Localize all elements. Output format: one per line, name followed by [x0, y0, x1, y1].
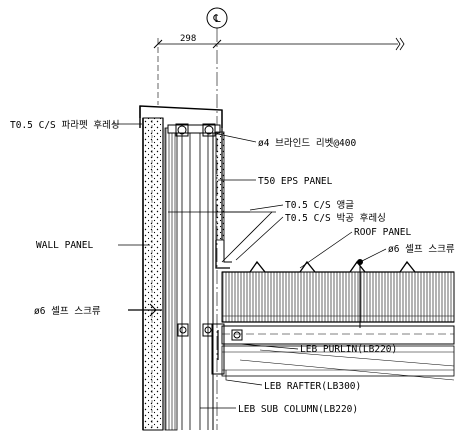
roof-panel	[221, 260, 455, 323]
label-wall-flashing: T0.5 C/S 박공 후레싱	[285, 213, 386, 224]
roof-junction-flashing	[215, 211, 273, 269]
label-roof-screw: ø6 셀프 스크류	[388, 244, 455, 255]
wall-screw	[128, 303, 162, 317]
top-bolts	[175, 123, 216, 137]
purlin	[221, 325, 455, 345]
label-roof-panel: ROOF PANEL	[354, 227, 411, 238]
centerline-symbol: ℄	[212, 12, 220, 25]
label-rafter: LEB RAFTER(LB300)	[264, 381, 361, 392]
leader-lines	[112, 123, 387, 409]
label-wall-panel: WALL PANEL	[36, 240, 93, 251]
dimension-298: 298	[180, 34, 196, 44]
lower-bolts	[177, 323, 225, 375]
dimension-line: 298	[153, 34, 405, 105]
eps-panel	[167, 124, 276, 241]
label-purlin: LEB PURLIN(LB220)	[300, 344, 397, 355]
label-wall-screw: ø6 셀프 스크류	[34, 306, 101, 317]
sub-column	[164, 127, 214, 431]
label-sub-column: LEB SUB COLUMN(LB220)	[238, 404, 358, 415]
label-eps-panel: T50 EPS PANEL	[258, 176, 333, 187]
wall-panel	[142, 117, 164, 431]
label-parapet-flashing: T0.5 C/S 파라펫 후레싱	[10, 120, 120, 131]
label-blind-rivet: ø4 브라인드 리벳@400	[258, 138, 356, 149]
label-angle: T0.5 C/S 앵글	[285, 200, 354, 211]
rafter	[221, 345, 455, 381]
